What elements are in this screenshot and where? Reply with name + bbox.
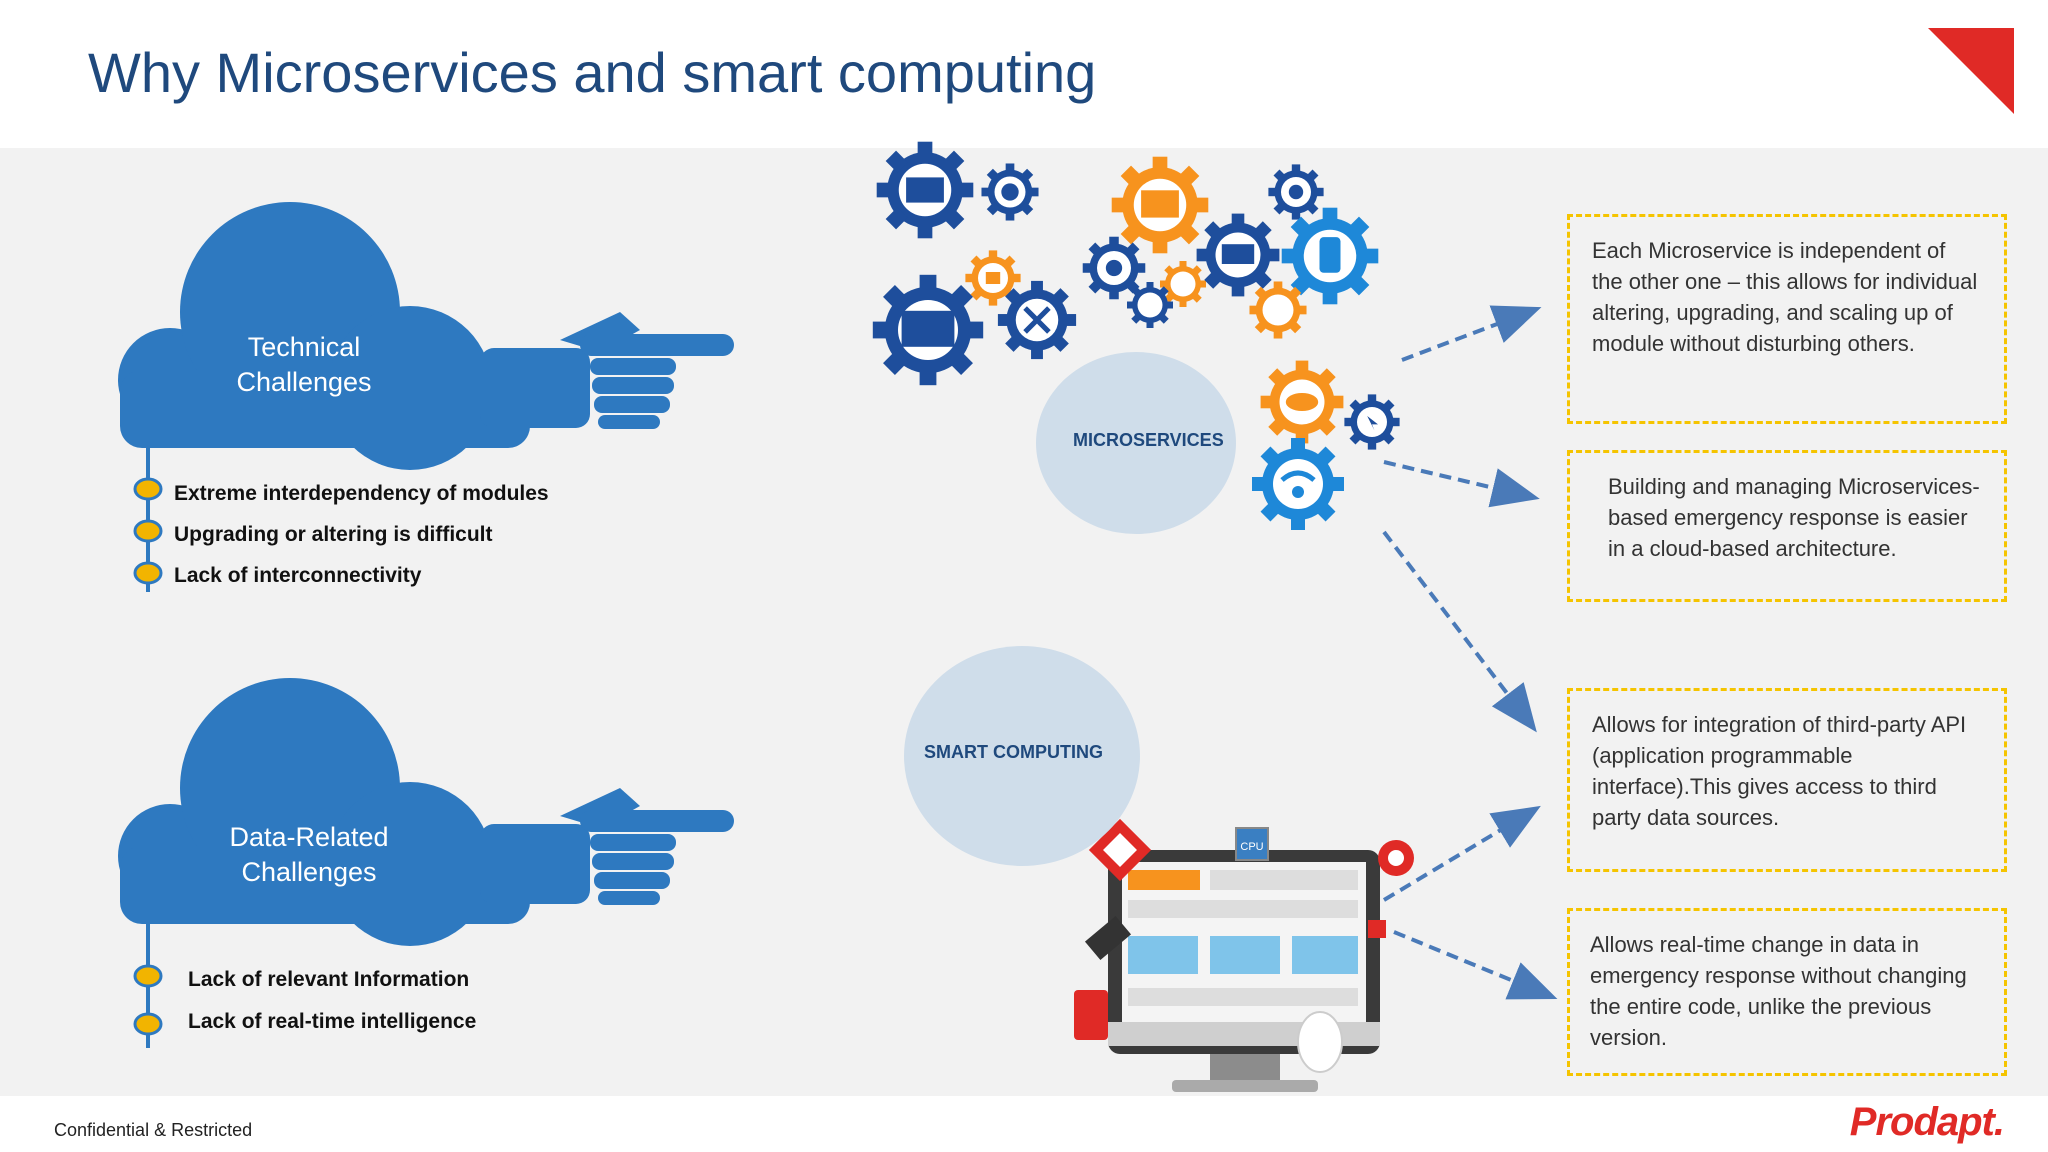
technical-bullet-line [133,440,163,592]
technical-challenges-cloud [118,202,530,470]
prodapt-logo: Prodapt. [1849,1100,2005,1144]
computer-dashboard-icon: CPU [1074,818,1414,1092]
microservices-circle [1036,352,1236,534]
technical-bullet-2: Upgrading or altering is difficult [174,523,493,546]
benefit-box-4: Allows real-time change in data in emerg… [1567,908,2007,1076]
confidential-footer: Confidential & Restricted [54,1120,253,1140]
data-challenges-cloud [118,678,530,946]
technical-challenges-label: Technical Challenges [236,332,372,397]
data-challenges-label: Data-Related Challenges [229,822,389,887]
data-bullet-1: Lack of relevant Information [188,968,470,991]
benefit-box-3: Allows for integration of third-party AP… [1567,688,2007,872]
cpu-label: CPU [1240,841,1263,853]
pointing-hand-icon-2 [480,788,734,905]
benefit-box-2: Building and managing Microservices-base… [1567,450,2007,602]
microservices-label: MICROSERVICES [1073,430,1224,450]
gears-cluster-icon [872,141,1400,530]
data-bullet-2: Lack of real-time intelligence [188,1010,477,1033]
technical-bullet-1: Extreme interdependency of modules [174,482,549,505]
data-bullet-line [133,886,163,1048]
smart-computing-label: SMART COMPUTING [924,742,1103,762]
connector-arrows [1382,305,1558,1000]
technical-bullet-3: Lack of interconnectivity [174,564,422,587]
pointing-hand-icon [480,312,734,429]
smart-computing-circle [904,646,1140,866]
corner-accent-icon [1928,28,2014,114]
benefit-box-1: Each Microservice is independent of the … [1567,214,2007,424]
page-title: Why Microservices and smart computing [88,41,1097,104]
